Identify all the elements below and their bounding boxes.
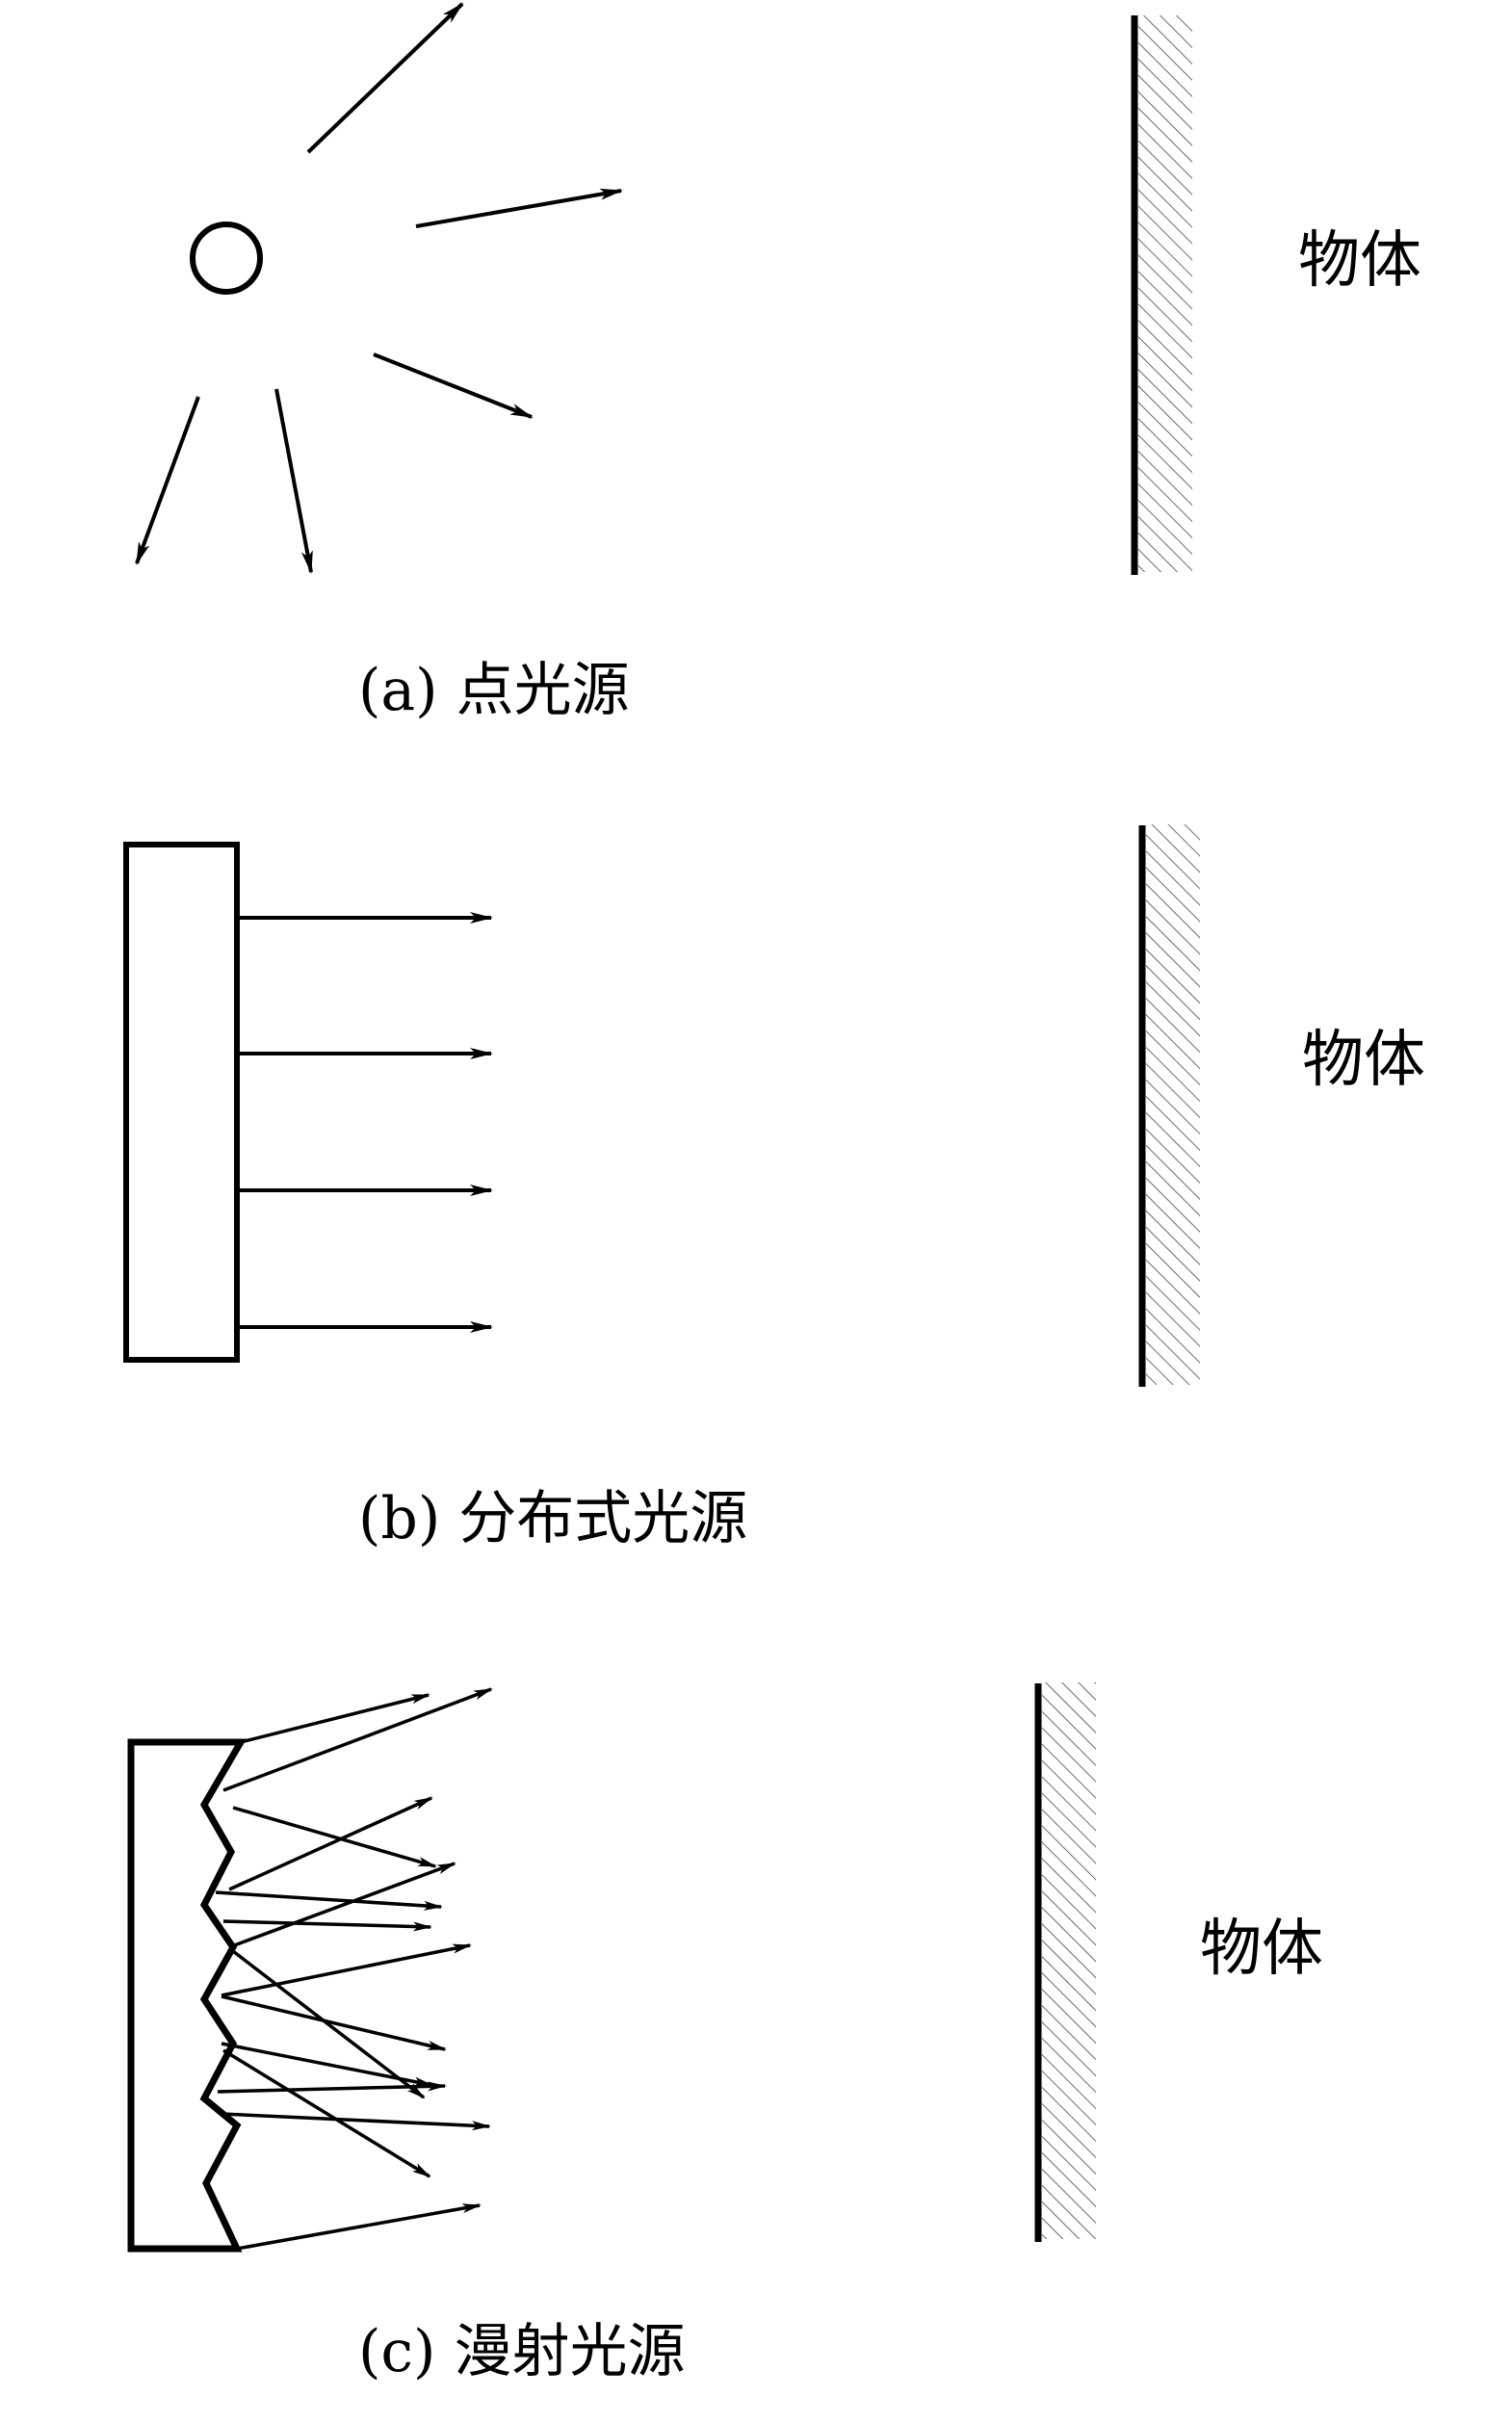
caption-a: (a) 点光源 — [358, 657, 630, 724]
caption-b: (b) 分布式光源 — [358, 1485, 747, 1552]
object-surface-b — [1138, 824, 1200, 1387]
object-surface-c — [1034, 1682, 1096, 2242]
object-label-b: 物体 — [1302, 1025, 1425, 1096]
panel-a: 物体 (a) 点光源 — [135, 2, 1421, 724]
ray — [228, 1862, 456, 1949]
ray — [236, 2203, 482, 2251]
light-rays-c — [215, 1687, 493, 2251]
light-rays-b — [237, 912, 493, 1333]
ray — [221, 2112, 491, 2131]
object-label-c: 物体 — [1200, 1914, 1323, 1985]
ray — [215, 1890, 443, 1911]
ray — [415, 188, 623, 228]
ray — [222, 1919, 432, 1932]
ray — [217, 2081, 447, 2094]
ray — [373, 352, 534, 419]
ray — [221, 2042, 433, 2087]
point-light-source — [190, 221, 263, 295]
light-rays-a — [135, 2, 623, 574]
ray — [274, 388, 313, 574]
diffuse-light-source — [127, 1738, 248, 2253]
object-label-a: 物体 — [1298, 225, 1421, 297]
ray — [221, 1943, 472, 1997]
caption-c: (c) 漫射光源 — [358, 2318, 686, 2385]
ray — [232, 1806, 437, 1868]
panel-c: 物体 (c) 漫射光源 — [127, 1682, 1323, 2385]
ray — [222, 1687, 493, 1792]
ray — [135, 396, 200, 565]
panel-b: 物体 (b) 分布式光源 — [123, 824, 1425, 1552]
ray — [222, 2048, 431, 2178]
object-surface-a — [1131, 15, 1192, 575]
ray — [240, 1693, 430, 1744]
distributed-light-source — [123, 842, 240, 1363]
ray — [306, 2, 464, 154]
ray — [228, 1796, 433, 1891]
ray — [221, 1994, 447, 2051]
